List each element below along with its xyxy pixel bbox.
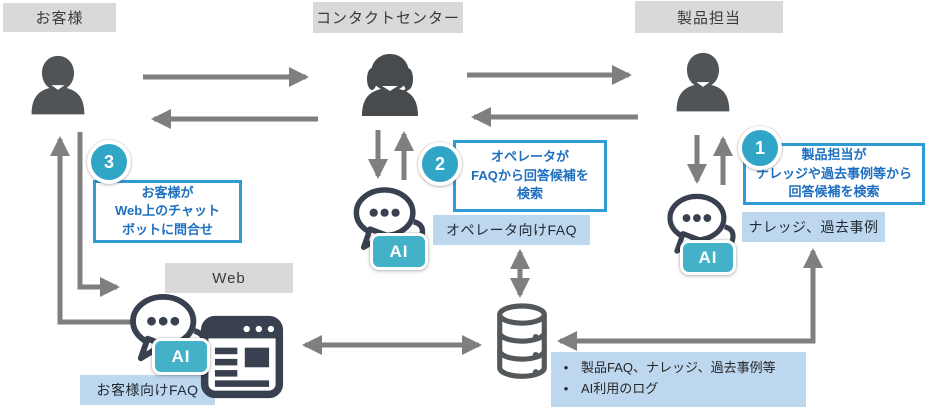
arrow-chatbot-to-customer: [50, 136, 138, 325]
operator-faq-label: オペレータ向けFAQ: [433, 215, 590, 245]
product-person-icon: [676, 52, 730, 112]
database-note: • 製品FAQ、ナレッジ、過去事例等 • AI利用のログ: [551, 352, 806, 407]
customer-faq-label: お客様向けFAQ: [80, 375, 215, 405]
header-product: 製品担当: [635, 1, 783, 33]
bullet-glyph: •: [563, 360, 569, 375]
bullet-glyph: •: [563, 381, 569, 397]
product-ai-badge: AI: [680, 240, 736, 275]
step3-callout: お客様が Web上のチャット ボットに問合せ: [93, 180, 242, 243]
web-label: Web: [165, 263, 293, 293]
contact-ai-badge: AI: [370, 233, 428, 270]
database-note-text: AI利用のログ: [581, 381, 659, 397]
operator-headset-person-icon: [362, 54, 418, 116]
step1-badge: 1: [738, 126, 782, 170]
header-customer: お客様: [3, 3, 116, 32]
step3-badge: 3: [87, 140, 131, 184]
database-note-item: • AI利用のログ: [561, 378, 796, 399]
database-note-item: • 製品FAQ、ナレッジ、過去事例等: [561, 357, 796, 378]
header-contact-center: コンタクトセンター: [313, 2, 463, 33]
step2-callout: オペレータが FAQから回答候補を 検索: [453, 140, 607, 212]
web-ai-badge: AI: [152, 338, 210, 375]
browser-window-icon: [200, 315, 284, 399]
customer-person-icon: [31, 55, 85, 115]
arrow-customer-to-chatbot: [77, 132, 120, 297]
knowledge-label: ナレッジ、過去事例: [742, 212, 885, 242]
database-icon: [497, 303, 547, 379]
step2-badge: 2: [418, 142, 462, 186]
database-note-text: 製品FAQ、ナレッジ、過去事例等: [581, 360, 776, 375]
arrow-knowledge-db: [557, 248, 823, 351]
